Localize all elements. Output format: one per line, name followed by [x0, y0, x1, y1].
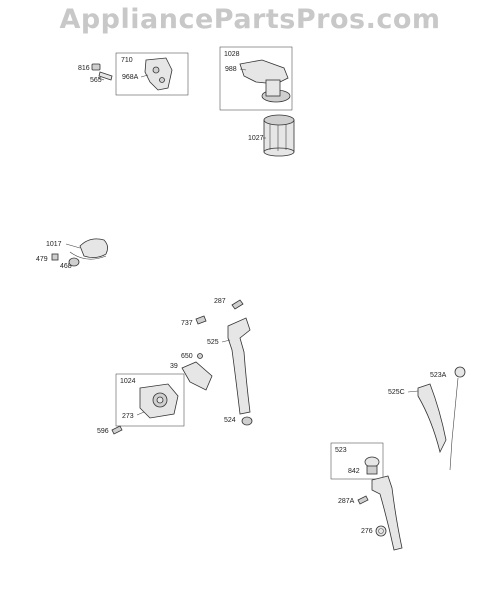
group-816-565: 816 565 — [78, 63, 113, 84]
leader-525C — [407, 390, 419, 393]
group-525: 287 737 525 650 39 524 — [170, 298, 253, 426]
label-523A: 523A — [430, 372, 447, 379]
label-276: 276 — [361, 528, 373, 535]
label-273: 273 — [122, 413, 134, 420]
label-650: 650 — [181, 353, 193, 360]
label-39: 39 — [170, 363, 178, 370]
screw-596 — [111, 425, 123, 435]
label-710: 710 — [121, 57, 133, 64]
callout-box-710 — [115, 52, 189, 96]
filter-bottom — [263, 147, 295, 157]
label-524: 524 — [224, 417, 236, 424]
label-287: 287 — [214, 298, 226, 305]
screw-479 — [51, 253, 59, 261]
leader-968A — [140, 74, 149, 78]
label-1017: 1017 — [46, 241, 62, 248]
callout-box-1028 — [219, 46, 293, 111]
label-1027: 1027 — [248, 135, 264, 142]
filter-top — [263, 114, 295, 126]
label-525C: 525C — [388, 389, 405, 396]
label-816: 816 — [78, 65, 90, 72]
group-1024: 1024 273 596 — [97, 373, 185, 435]
o-ring-276 — [375, 525, 387, 537]
gasket-39 — [181, 361, 213, 391]
label-565: 565 — [90, 77, 102, 84]
callout-box-1024 — [115, 373, 185, 427]
bolt-565 — [98, 71, 113, 81]
label-479: 479 — [36, 256, 48, 263]
oil-filter-adapter-988 — [239, 59, 289, 85]
cap-stem — [366, 465, 378, 475]
label-1028: 1028 — [224, 51, 240, 58]
group-1017: 1017 479 468 — [36, 238, 108, 270]
screw-287A — [357, 495, 369, 505]
leader-273 — [136, 411, 145, 416]
seal-524 — [241, 416, 253, 426]
dipstick-handle-523A — [454, 366, 466, 378]
screw-650 — [197, 353, 203, 359]
nut-816 — [91, 63, 101, 71]
watermark-logo: AppliancePartsPros.com — [59, 4, 441, 35]
dipstick-tube-525 — [227, 317, 251, 415]
leader-988 — [239, 68, 247, 71]
group-710: 710 968A — [115, 52, 189, 96]
label-468: 468 — [60, 263, 72, 270]
pump-shaft — [156, 396, 164, 404]
group-525C: 523A 525C — [388, 366, 466, 471]
bracket-hole — [159, 77, 165, 83]
group-1028: 1028 988 — [219, 46, 293, 111]
adapter-neck — [265, 79, 281, 97]
dipstick-tube-525C — [417, 383, 447, 454]
dipstick-cap-842 — [364, 456, 380, 468]
label-988: 988 — [225, 66, 237, 73]
callout-box-523 — [330, 442, 384, 480]
group-1027: 1027 — [248, 114, 295, 157]
cover-1017 — [79, 238, 108, 258]
o-ring-inner — [378, 528, 384, 534]
screw-737 — [195, 315, 207, 325]
label-525: 525 — [207, 339, 219, 346]
fitting-468 — [68, 257, 80, 267]
label-968A: 968A — [122, 74, 139, 81]
label-842: 842 — [348, 468, 360, 475]
dipstick-tube-lower — [371, 475, 403, 551]
leader-565 — [98, 77, 105, 81]
label-737: 737 — [181, 320, 193, 327]
bracket-968A — [144, 57, 173, 91]
group-523: 523 842 287A 276 — [330, 442, 403, 551]
dipstick-523A — [449, 377, 459, 471]
gasket-line — [69, 251, 107, 260]
bracket-hole — [152, 66, 160, 74]
screw-287 — [231, 299, 244, 310]
label-287A: 287A — [338, 498, 355, 505]
label-596: 596 — [97, 428, 109, 435]
label-1024: 1024 — [120, 378, 136, 385]
label-523: 523 — [335, 447, 347, 454]
leader-1017 — [65, 243, 81, 249]
leader-525 — [221, 339, 231, 343]
